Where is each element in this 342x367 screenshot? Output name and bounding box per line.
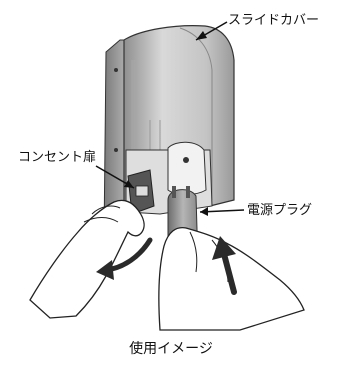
label-slide-cover: スライドカバー — [228, 13, 320, 28]
leader-lines — [95, 21, 245, 216]
label-outlet-door: コンセント扉 — [18, 150, 97, 165]
left-hand — [29, 199, 145, 319]
curved-arrow-left — [96, 237, 153, 280]
label-power-plug: 電源プラグ — [247, 203, 313, 218]
image-caption: 使用イメージ — [129, 341, 213, 357]
up-arrow — [212, 236, 237, 295]
